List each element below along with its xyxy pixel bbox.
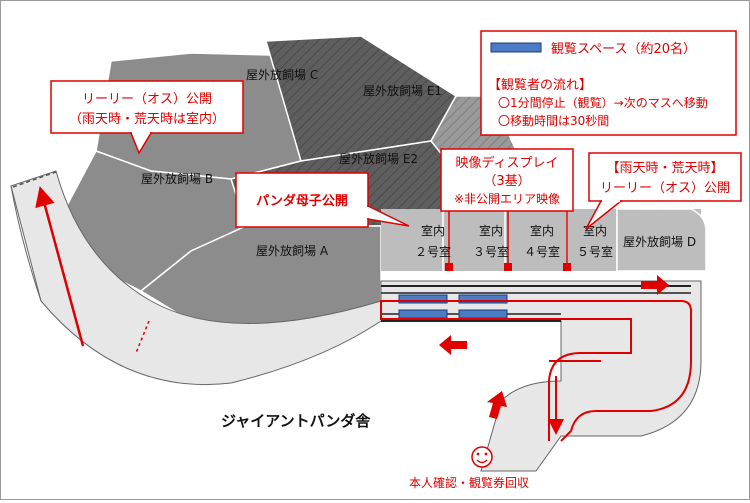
callout-panda-mother-child: パンダ母子公開 <box>235 172 410 228</box>
visitor-flow-line <box>35 186 85 347</box>
callout-rain-line1: 【雨天時・荒天時】 <box>606 161 723 176</box>
callout-video-display: 映像ディスプレイ （3基） ※非公開エリア映像 <box>440 148 574 212</box>
room-4-prefix: 室内 <box>530 223 554 238</box>
zone-d-area <box>616 208 707 272</box>
callout-lily-line1: リーリー（オス）公開 <box>82 92 212 107</box>
flow-route <box>380 300 692 442</box>
callout-panda-text: パンダ母子公開 <box>256 193 348 209</box>
room-2-label: ２号室 <box>415 244 451 259</box>
room-5-prefix: 室内 <box>583 223 607 238</box>
legend-viewing-swatch <box>490 42 542 53</box>
callout-lily-public: リーリー（オス）公開 （雨天時・荒天時は室内） <box>50 80 244 155</box>
room-2-prefix: 室内 <box>421 223 445 238</box>
arrow-up-icon <box>487 391 507 419</box>
callout-rain-lily: 【雨天時・荒天時】 リーリー（オス）公開 <box>585 152 742 230</box>
video-display-markers <box>445 211 571 271</box>
callout-lily-line2: （雨天時・荒天時は室内） <box>69 111 225 127</box>
visitor-walkway <box>10 170 702 472</box>
legend-flow-line2: 〇移動時間は30秒間 <box>498 114 609 128</box>
room-5-label: ５号室 <box>577 244 613 259</box>
zone-a-label: 屋外放飼場 A <box>256 243 329 258</box>
room-3-prefix: 室内 <box>479 223 503 238</box>
room-4-label: ４号室 <box>524 244 560 259</box>
arrow-left-icon <box>439 335 467 355</box>
zone-e2-label: 屋外放飼場 E2 <box>339 151 418 166</box>
zone-c-label: 屋外放飼場 C <box>246 67 318 82</box>
building-label: ジャイアントパンダ舎 <box>221 412 371 430</box>
zone-e1-label: 屋外放飼場 E1 <box>363 83 442 98</box>
callout-rain-line2: リーリー（オス）公開 <box>600 181 730 196</box>
legend-box: 観覧スペース（約20名） 【観覧者の流れ】 〇1分間停止（観覧）→次のマスへ移動… <box>480 30 737 136</box>
smiley-face-icon <box>471 446 493 468</box>
callout-video-line3: ※非公開エリア映像 <box>454 192 560 206</box>
zone-b-label: 屋外放飼場 B <box>141 171 213 186</box>
legend-viewing-space: 観覧スペース（約20名） <box>551 41 696 57</box>
callout-video-line2: （3基） <box>483 174 530 189</box>
arrow-right-icon <box>641 275 669 295</box>
legend-flow-line1: 〇1分間停止（観覧）→次のマスへ移動 <box>498 95 708 110</box>
zone-d-label: 屋外放飼場 D <box>623 234 696 249</box>
legend-flow-title: 【観覧者の流れ】 <box>488 77 592 93</box>
room-3-label: ３号室 <box>473 244 509 259</box>
entry-label: 本人確認・観覧券回収 <box>409 475 529 490</box>
callout-video-line1: 映像ディスプレイ <box>455 155 558 171</box>
